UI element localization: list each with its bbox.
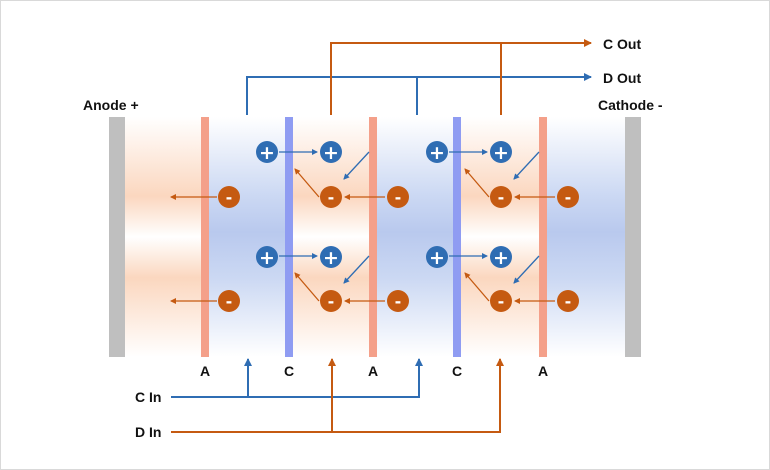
anion-arrow — [464, 168, 490, 198]
c-in-line — [171, 358, 423, 398]
c-in-label: C In — [135, 389, 161, 405]
anion-membrane-3 — [539, 117, 547, 357]
svg-text:+: + — [493, 247, 509, 269]
svg-text:+: + — [429, 247, 445, 269]
anion-ion: - — [218, 186, 240, 208]
anode-electrode — [109, 117, 125, 357]
anion-ion: - — [490, 290, 512, 312]
svg-text:-: - — [328, 292, 335, 311]
anion-arrow — [294, 272, 320, 302]
cation-ion: + — [320, 141, 342, 164]
membrane-label-a2: A — [368, 363, 378, 379]
anode-label: Anode + — [83, 97, 139, 113]
membrane-label-c2: C — [452, 363, 462, 379]
svg-text:-: - — [498, 292, 505, 311]
anion-ion: - — [557, 290, 579, 312]
anion-ion: - — [320, 186, 342, 208]
cation-ion: + — [490, 246, 512, 269]
svg-text:-: - — [395, 292, 402, 311]
cathode-label: Cathode - — [598, 97, 663, 113]
svg-text:-: - — [226, 188, 233, 207]
d-out-label: D Out — [603, 70, 641, 86]
svg-text:+: + — [259, 247, 275, 269]
svg-text:-: - — [565, 188, 572, 207]
anion-arrow — [464, 272, 490, 302]
svg-text:-: - — [565, 292, 572, 311]
anion-ion: - — [387, 186, 409, 208]
svg-text:+: + — [493, 142, 509, 164]
anion-ion: - — [557, 186, 579, 208]
cation-arrow — [513, 255, 540, 284]
d-in-label: D In — [135, 424, 161, 440]
anion-membrane-2 — [369, 117, 377, 357]
cathode-electrode — [625, 117, 641, 357]
svg-text:-: - — [395, 188, 402, 207]
svg-text:-: - — [328, 188, 335, 207]
channel-anode-side — [125, 117, 205, 357]
d-out-line — [246, 73, 592, 115]
anion-ion: - — [320, 290, 342, 312]
svg-text:+: + — [323, 247, 339, 269]
cation-membrane-2 — [453, 117, 461, 357]
anion-ion: - — [490, 186, 512, 208]
c-out-line — [330, 39, 592, 115]
svg-text:-: - — [498, 188, 505, 207]
cation-membrane-1 — [285, 117, 293, 357]
svg-text:-: - — [226, 292, 233, 311]
membrane-label-a3: A — [538, 363, 548, 379]
c-out-label: C Out — [603, 36, 641, 52]
cation-ion: + — [426, 141, 448, 164]
channel-cathode-side — [543, 117, 625, 357]
cation-arrow — [343, 151, 370, 180]
membrane-label-c1: C — [284, 363, 294, 379]
cation-ion: + — [320, 246, 342, 269]
svg-text:+: + — [259, 142, 275, 164]
anion-arrow — [294, 168, 320, 198]
anion-ion: - — [387, 290, 409, 312]
anion-membrane-1 — [201, 117, 209, 357]
svg-text:+: + — [323, 142, 339, 164]
cation-arrow — [343, 255, 370, 284]
d-in-line — [171, 358, 504, 433]
svg-text:+: + — [429, 142, 445, 164]
membrane-label-a1: A — [200, 363, 210, 379]
anion-ion: - — [218, 290, 240, 312]
cation-ion: + — [256, 141, 278, 164]
cation-arrow — [513, 151, 540, 180]
cation-ion: + — [256, 246, 278, 269]
cation-ion: + — [490, 141, 512, 164]
cation-ion: + — [426, 246, 448, 269]
